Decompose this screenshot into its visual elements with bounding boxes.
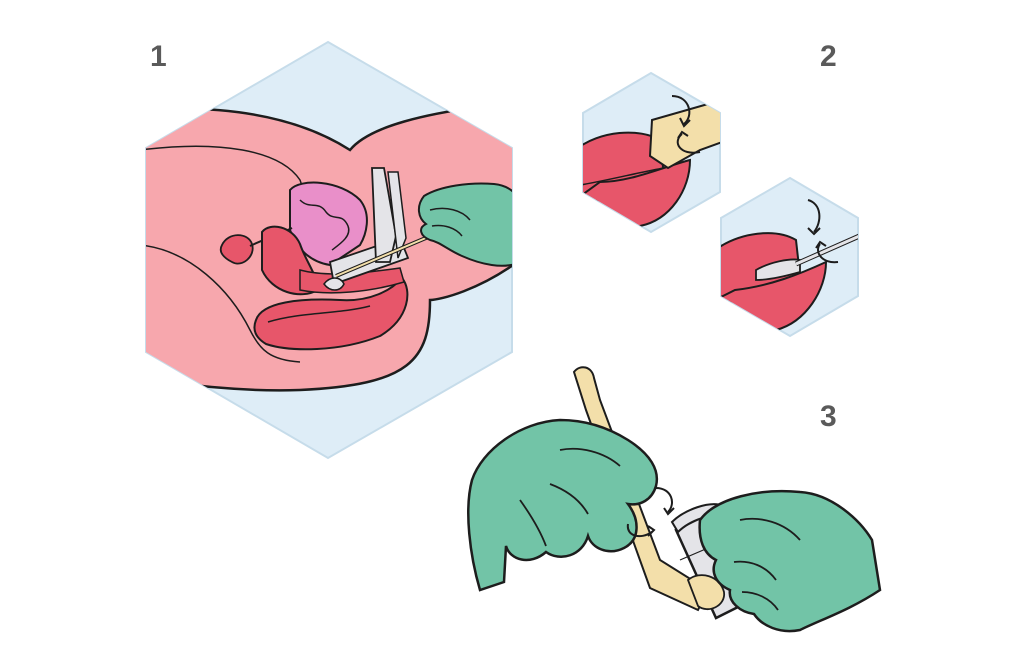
panel-3-sample-transfer	[467, 366, 882, 633]
step-number-3: 3	[820, 400, 837, 433]
step-number-2: 2	[820, 40, 837, 73]
panel-1-cross-section	[145, 40, 513, 460]
left-gloved-hand	[467, 418, 659, 592]
rotation-arrow-icon-2	[807, 199, 821, 233]
panel-2-brush-rotation	[720, 176, 859, 338]
gloved-hand	[418, 182, 512, 267]
rotation-arrow-icon	[671, 95, 691, 125]
spatula-head	[648, 98, 720, 170]
panel-2-spatula-rotation	[582, 71, 721, 234]
sampling-spatula	[572, 366, 710, 612]
ovary	[219, 234, 254, 265]
rectum	[253, 276, 409, 351]
step-number-1: 1	[150, 40, 167, 73]
right-gloved-hand	[698, 489, 882, 633]
rotation-arrow-icon-3	[655, 487, 673, 513]
